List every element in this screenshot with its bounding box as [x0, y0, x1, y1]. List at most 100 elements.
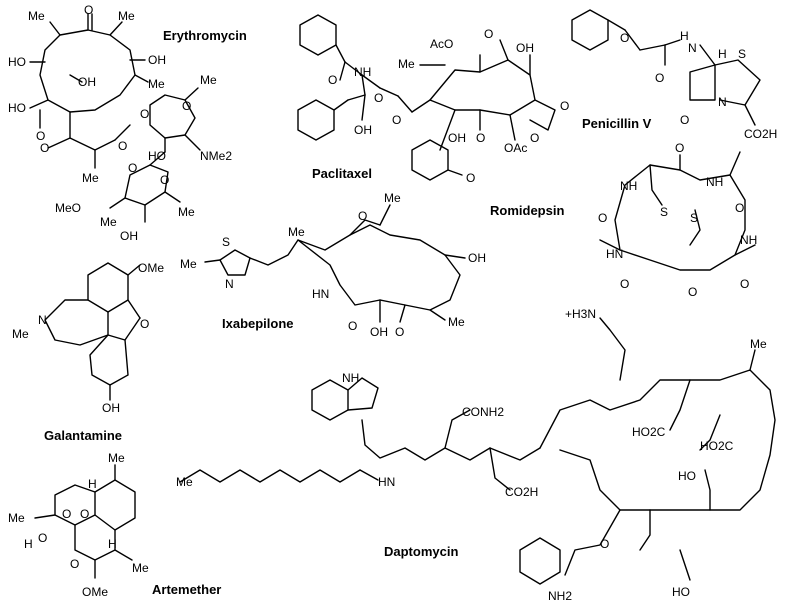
erythromycin-label-6: Me	[148, 77, 165, 91]
erythromycin-label-4: OH	[78, 75, 96, 89]
artemether-structure: Me O O Me O H H O H Me OMe Artemether	[8, 451, 221, 599]
romidepsin-name: Romidepsin	[490, 203, 564, 218]
ixabepilone-label-3: Me	[288, 225, 305, 239]
erythromycin-label-7: HO	[8, 101, 26, 115]
paclitaxel-label-12: O	[476, 131, 485, 145]
daptomycin-label-10: HO	[678, 469, 696, 483]
artemether-label-4: O	[38, 531, 47, 545]
ixabepilone-label-11: Me	[448, 315, 465, 329]
paclitaxel-label-2: O	[374, 91, 383, 105]
ixabepilone-label-7: HN	[312, 287, 329, 301]
erythromycin-label-12: O	[182, 99, 191, 113]
erythromycin-label-14: HO	[148, 149, 166, 163]
penicillin-label-7: O	[680, 113, 689, 127]
artemether-label-1: O	[62, 507, 71, 521]
artemether-label-3: Me	[8, 511, 25, 525]
ixabepilone-label-10: O	[395, 325, 404, 339]
penicillin-label-1: H	[680, 29, 689, 43]
artemether-label-2: O	[80, 507, 89, 521]
penicillin-label-5: S	[738, 47, 746, 61]
daptomycin-label-12: O	[600, 537, 609, 551]
erythromycin-label-5: OH	[148, 53, 166, 67]
erythromycin-label-16: Me	[82, 171, 99, 185]
paclitaxel-label-5: Me	[398, 57, 415, 71]
penicillin-label-3: O	[655, 71, 664, 85]
galantamine-name: Galantamine	[44, 428, 122, 443]
erythromycin-name: Erythromycin	[163, 28, 247, 43]
paclitaxel-label-11: OH	[448, 131, 466, 145]
galantamine-label-0: OMe	[138, 261, 164, 275]
ixabepilone-label-1: N	[225, 277, 234, 291]
romidepsin-label-8: HN	[606, 247, 623, 261]
galantamine-label-1: N	[38, 313, 47, 327]
paclitaxel-name: Paclitaxel	[312, 166, 372, 181]
ixabepilone-label-5: Me	[384, 191, 401, 205]
romidepsin-label-5: S	[690, 211, 698, 225]
erythromycin-label-22: OH	[120, 229, 138, 243]
erythromycin-label-11: Me	[200, 73, 217, 87]
artemether-label-0: Me	[108, 451, 125, 465]
romidepsin-label-0: O	[675, 141, 684, 155]
daptomycin-label-2: Me	[176, 475, 193, 489]
penicillin-label-8: CO2H	[744, 127, 777, 141]
paclitaxel-structure: O NH O O OH Me AcO O OH O O OH O OAc O P…	[297, 14, 569, 185]
daptomycin-label-4: Me	[750, 337, 767, 351]
daptomycin-label-11: HO	[672, 585, 690, 599]
artemether-name: Artemether	[152, 582, 221, 597]
paclitaxel-label-3: O	[392, 113, 401, 127]
penicillin-label-4: H	[718, 47, 727, 61]
daptomycin-label-6: CO2H	[505, 485, 538, 499]
romidepsin-structure: O NH NH O S S O NH HN O O O Romidepsin	[490, 141, 757, 299]
erythromycin-label-3: HO	[8, 55, 26, 69]
daptomycin-label-8: HO2C	[632, 425, 666, 439]
paclitaxel-label-4: OH	[354, 123, 372, 137]
romidepsin-label-3: O	[598, 211, 607, 225]
romidepsin-label-6: O	[735, 201, 744, 215]
erythromycin-label-21: Me	[178, 205, 195, 219]
artemether-label-9: Me	[132, 561, 149, 575]
penicillin-v-structure: O H N O H S N O CO2H Penicillin V	[571, 9, 777, 141]
ixabepilone-label-9: OH	[370, 325, 388, 339]
paclitaxel-label-7: O	[484, 27, 493, 41]
ixabepilone-label-0: S	[222, 235, 230, 249]
paclitaxel-label-6: AcO	[430, 37, 453, 51]
galantamine-label-3: O	[140, 317, 149, 331]
paclitaxel-label-13: OAc	[504, 141, 527, 155]
ixabepilone-label-8: O	[348, 319, 357, 333]
daptomycin-structure: +H3N NH Me CONH2 Me HN CO2H NH2 HO2C HO2…	[176, 307, 776, 603]
ixabepilone-label-4: O	[358, 209, 367, 223]
paclitaxel-label-14: O	[466, 171, 475, 185]
romidepsin-label-10: O	[688, 285, 697, 299]
erythromycin-label-10: O	[140, 107, 149, 121]
erythromycin-label-17: O	[128, 161, 137, 175]
artemether-label-7: O	[70, 557, 79, 571]
erythromycin-structure: O Me Me HO OH OH Me HO O O O Me O O HO N…	[8, 3, 247, 243]
romidepsin-label-2: NH	[706, 175, 723, 189]
artemether-label-5: H	[88, 477, 97, 491]
erythromycin-label-13: O	[118, 139, 127, 153]
ixabepilone-label-6: OH	[468, 251, 486, 265]
romidepsin-label-9: O	[620, 277, 629, 291]
erythromycin-label-2: Me	[118, 9, 135, 23]
erythromycin-label-19: MeO	[55, 201, 81, 215]
artemether-label-8: H	[108, 537, 117, 551]
romidepsin-label-7: NH	[740, 233, 757, 247]
paclitaxel-label-9: O	[560, 99, 569, 113]
penicillin-label-6: N	[718, 95, 727, 109]
daptomycin-name: Daptomycin	[384, 544, 458, 559]
daptomycin-label-5: HN	[378, 475, 395, 489]
ixabepilone-name: Ixabepilone	[222, 316, 294, 331]
ixabepilone-label-2: Me	[180, 257, 197, 271]
artemether-label-6: H	[24, 537, 33, 551]
daptomycin-label-1: NH	[342, 371, 359, 385]
erythromycin-label-9: O	[40, 141, 49, 155]
penicillin-label-2: N	[688, 41, 697, 55]
erythromycin-label-15: NMe2	[200, 149, 232, 163]
romidepsin-label-1: NH	[620, 179, 637, 193]
daptomycin-label-3: CONH2	[462, 405, 504, 419]
paclitaxel-label-8: OH	[516, 41, 534, 55]
paclitaxel-label-0: O	[328, 73, 337, 87]
galantamine-label-2: Me	[12, 327, 29, 341]
galantamine-label-4: OH	[102, 401, 120, 415]
